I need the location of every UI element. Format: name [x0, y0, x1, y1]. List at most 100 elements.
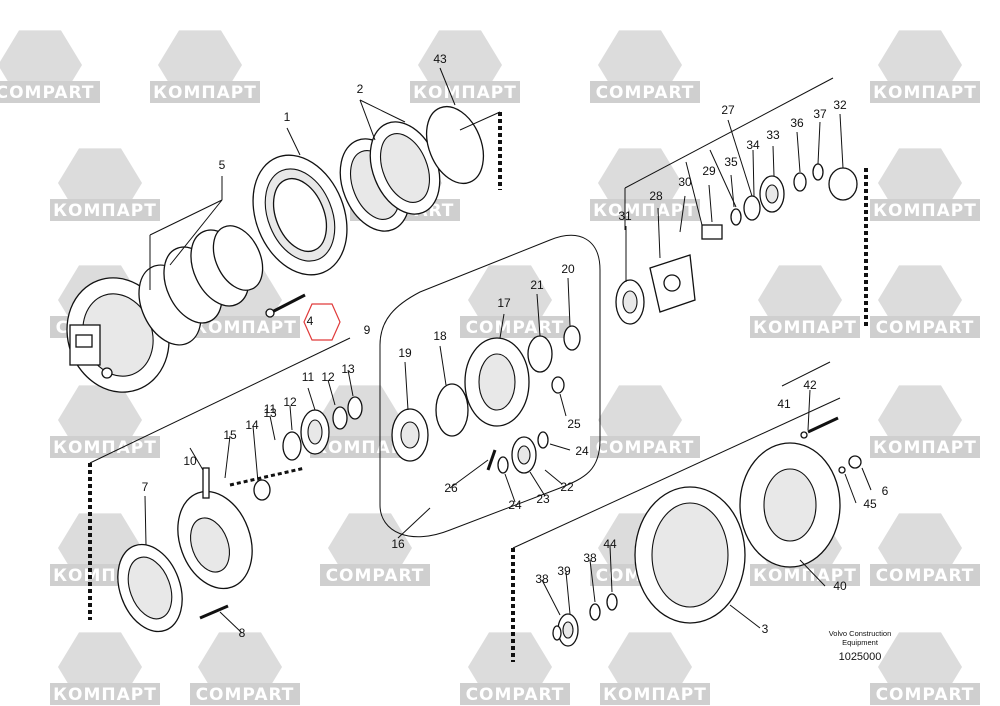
callout-label-41[interactable]: 41	[777, 397, 791, 411]
callout-label-27[interactable]: 27	[721, 103, 735, 117]
callout-label-29[interactable]: 29	[702, 164, 716, 178]
callout-label-22[interactable]: 22	[560, 480, 574, 494]
o-ring-small[interactable]	[204, 218, 273, 298]
callout-label-20[interactable]: 20	[561, 262, 575, 276]
callout-label-33[interactable]: 33	[766, 128, 780, 142]
watermark-logo: КОМПАРТ	[590, 148, 700, 221]
snap-ring-44[interactable]	[606, 593, 618, 611]
callout-label-42[interactable]: 42	[803, 378, 817, 392]
callout-label-35[interactable]: 35	[724, 155, 738, 169]
callout-label-23[interactable]: 23	[536, 492, 550, 506]
watermark-logo: КОМПАРТ	[750, 265, 860, 338]
callout-label-2[interactable]: 2	[357, 82, 364, 96]
callout-label-16[interactable]: 16	[391, 537, 405, 551]
washer-20[interactable]	[563, 325, 581, 351]
planet-gear-12[interactable]	[300, 409, 330, 455]
seal-45[interactable]	[838, 466, 846, 474]
gear-33[interactable]	[759, 175, 785, 213]
leader-lines	[144, 67, 872, 634]
callout-label-10[interactable]: 10	[183, 454, 197, 468]
washer-38b[interactable]	[552, 625, 562, 641]
callout-label-19[interactable]: 19	[398, 346, 412, 360]
callout-label-26[interactable]: 26	[444, 481, 458, 495]
callout-label-38[interactable]: 38	[535, 572, 549, 586]
callout-label-37[interactable]: 37	[813, 107, 827, 121]
plug-6[interactable]	[848, 455, 862, 469]
bearing-34[interactable]	[743, 195, 761, 221]
callout-label-9[interactable]: 9	[364, 323, 371, 337]
flange-28[interactable]	[649, 254, 696, 313]
callout-label-6[interactable]: 6	[882, 484, 889, 498]
shaft-25[interactable]	[551, 376, 565, 394]
washer-35[interactable]	[730, 208, 742, 226]
callout-label-24-2[interactable]: 24	[508, 498, 522, 512]
watermark-text: COMPART	[876, 318, 975, 338]
thrust-washer-14[interactable]	[347, 396, 363, 420]
bolt[interactable]	[265, 293, 306, 318]
washer-36[interactable]	[793, 172, 807, 192]
washer-24a[interactable]	[497, 456, 509, 474]
callout-label-8[interactable]: 8	[239, 626, 246, 640]
callout-label-43[interactable]: 43	[433, 52, 447, 66]
callout-label-21[interactable]: 21	[530, 278, 544, 292]
callout-label-11[interactable]: 11	[264, 402, 277, 416]
needle-bearing[interactable]	[282, 431, 302, 461]
callout-label-7[interactable]: 7	[142, 480, 149, 494]
callout-label-12[interactable]: 12	[283, 395, 297, 409]
pin-26[interactable]	[486, 449, 497, 471]
planet-carrier-10[interactable]	[165, 481, 265, 599]
callout-label-5[interactable]: 5	[219, 158, 226, 172]
o-ring-32[interactable]	[828, 167, 858, 201]
coupling-29[interactable]	[701, 224, 723, 240]
callout-label-18[interactable]: 18	[433, 329, 447, 343]
sun-gear-19[interactable]	[391, 408, 429, 462]
callout-label-34[interactable]: 34	[746, 138, 760, 152]
o-ring-21[interactable]	[527, 335, 553, 373]
callout-label-24[interactable]: 24	[575, 444, 589, 458]
washer-41[interactable]	[800, 431, 808, 439]
callout-label-1[interactable]: 1	[284, 110, 291, 124]
callout-label-14[interactable]: 14	[245, 418, 259, 432]
callout-label-39[interactable]: 39	[557, 564, 571, 578]
callout-label-25[interactable]: 25	[567, 417, 581, 431]
input-shaft-group	[615, 77, 868, 326]
callout-label-45[interactable]: 45	[863, 497, 877, 511]
bolt-8[interactable]	[199, 604, 229, 620]
callout-label-30[interactable]: 30	[678, 175, 692, 189]
thrust-washer-13[interactable]	[332, 406, 348, 430]
callout-label-32[interactable]: 32	[833, 98, 847, 112]
callout-label-3[interactable]: 3	[762, 622, 769, 636]
watermark-text: КОМПАРТ	[603, 685, 707, 705]
callout-label-12-2[interactable]: 12	[321, 370, 335, 384]
callout-label-15[interactable]: 15	[223, 428, 237, 442]
callout-label-4[interactable]: 4	[307, 314, 314, 328]
callout-label-13[interactable]: 13	[263, 406, 277, 420]
callout-label-40[interactable]: 40	[833, 579, 847, 593]
callout-labels: 1234567891011111212131314151617181920212…	[142, 52, 889, 640]
watermark-logo: КОМПАРТ	[870, 148, 980, 221]
snap-ring-37[interactable]	[812, 163, 824, 181]
bolt-42[interactable]	[807, 416, 839, 434]
sun-gear-31[interactable]	[615, 279, 645, 325]
pin[interactable]	[202, 467, 210, 499]
callout-label-36[interactable]: 36	[790, 116, 804, 130]
callout-label-11-2[interactable]: 11	[302, 370, 315, 384]
hub-housing[interactable]	[236, 141, 364, 289]
washer-24b[interactable]	[537, 431, 549, 449]
ring-18[interactable]	[435, 383, 469, 437]
callout-label-17[interactable]: 17	[497, 296, 511, 310]
callout-label-28[interactable]: 28	[649, 189, 663, 203]
cover-40[interactable]	[739, 442, 841, 568]
washer-38[interactable]	[589, 603, 601, 621]
callout-label-13-2[interactable]: 13	[341, 362, 355, 376]
callout-label-38-2[interactable]: 38	[583, 551, 597, 565]
callout-label-44[interactable]: 44	[603, 537, 617, 551]
callout-label-31[interactable]: 31	[618, 209, 632, 223]
ring-gear-3[interactable]	[634, 486, 746, 624]
watermark-text: КОМПАРТ	[153, 83, 257, 103]
planet-gear-23[interactable]	[511, 436, 537, 474]
sleeve[interactable]	[253, 479, 271, 501]
carrier-17[interactable]	[464, 337, 530, 427]
